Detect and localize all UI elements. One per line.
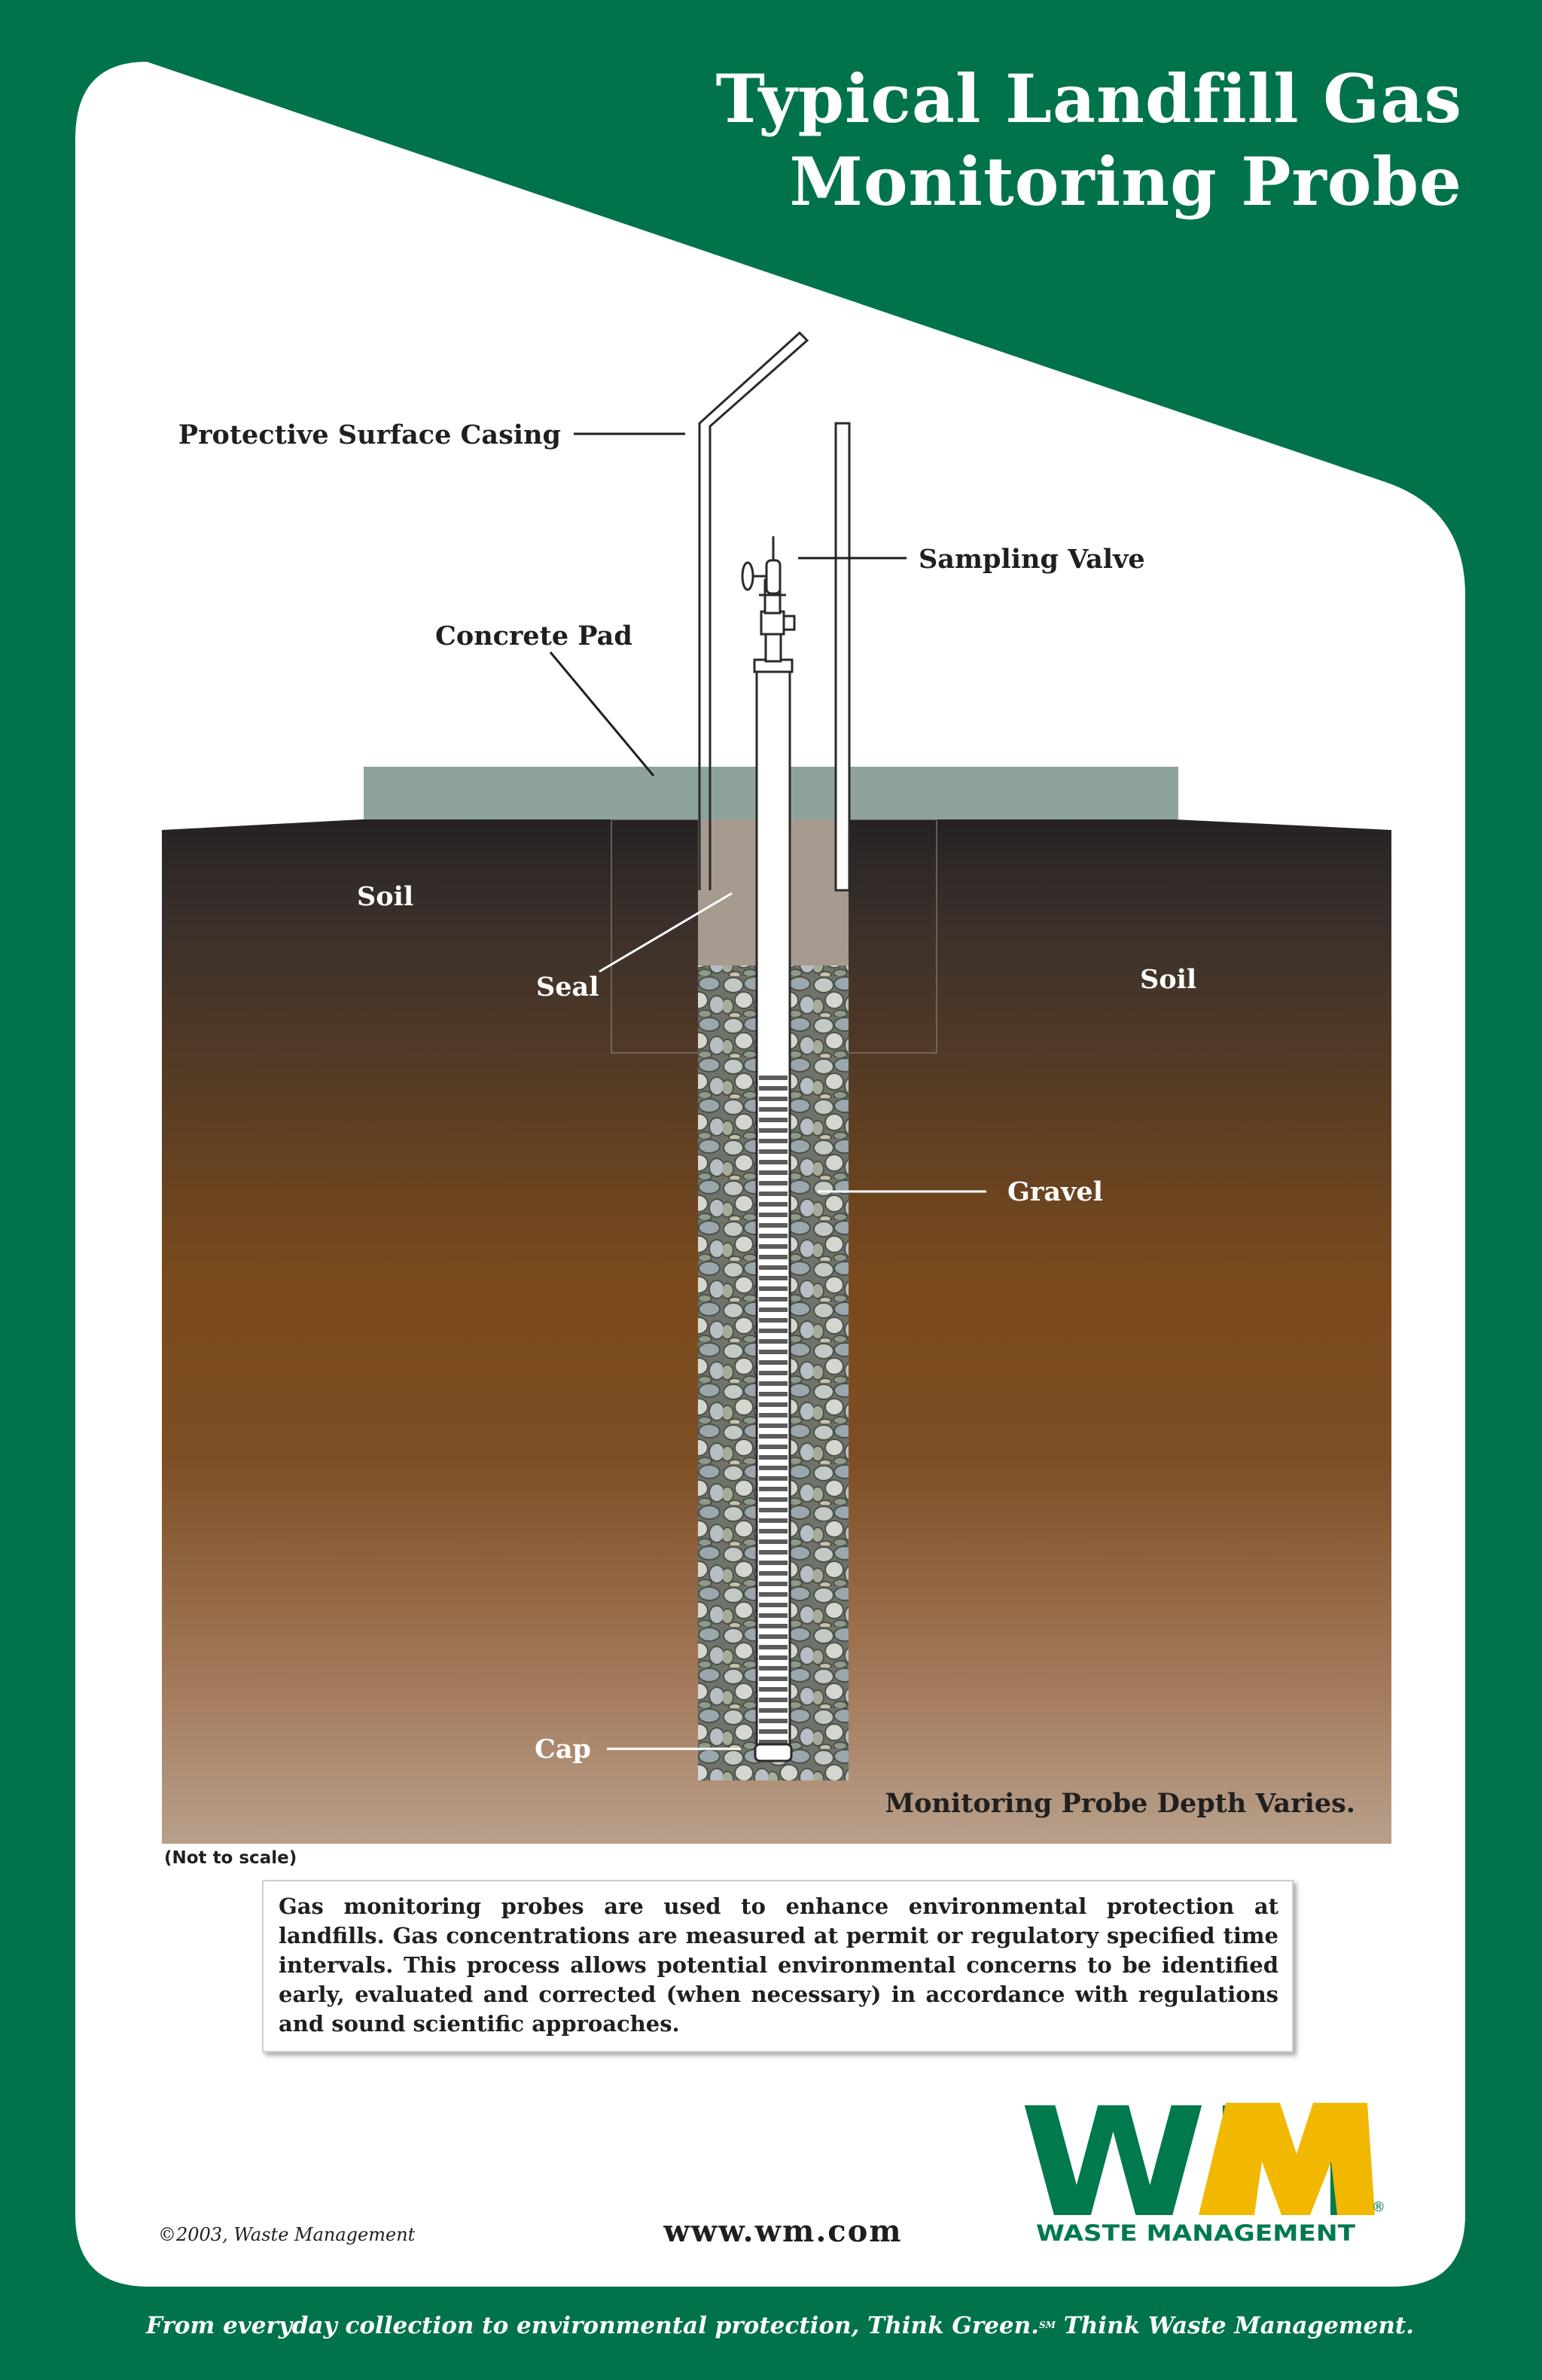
tagline: From everyday collection to environmenta… (145, 2312, 1414, 2339)
sampling-valve (742, 536, 794, 661)
wm-logo: WM ® WASTE MANAGEMENT (1019, 2076, 1385, 2251)
label-sampling-valve: Sampling Valve (919, 544, 1145, 575)
title-line-1: Typical Landfill Gas (716, 60, 1462, 138)
scale-note: (Not to scale) (164, 1848, 297, 1868)
wm-logo-text: WASTE MANAGEMENT (1036, 2220, 1355, 2246)
label-concrete-pad: Concrete Pad (435, 621, 632, 651)
label-depth-note: Monitoring Probe Depth Varies. (885, 1788, 1355, 1819)
title-line-2: Monitoring Probe (789, 142, 1462, 221)
label-protective-surface-casing: Protective Surface Casing (178, 420, 561, 450)
label-gravel: Gravel (1007, 1176, 1103, 1207)
label-cap: Cap (535, 1734, 591, 1765)
label-soil-left: Soil (357, 881, 413, 912)
label-soil-right: Soil (1140, 964, 1196, 995)
description-text: Gas monitoring probes are used to enhanc… (279, 1893, 1278, 2037)
probe-cap-bottom (755, 1744, 791, 1761)
label-seal: Seal (536, 972, 599, 1002)
description-box: Gas monitoring probes are used to enhanc… (262, 1880, 1294, 2052)
registered-mark: ® (1372, 2199, 1385, 2215)
probe-pipe (754, 660, 792, 1761)
website: www.wm.com (663, 2214, 902, 2249)
copyright: ©2003, Waste Management (158, 2224, 416, 2245)
